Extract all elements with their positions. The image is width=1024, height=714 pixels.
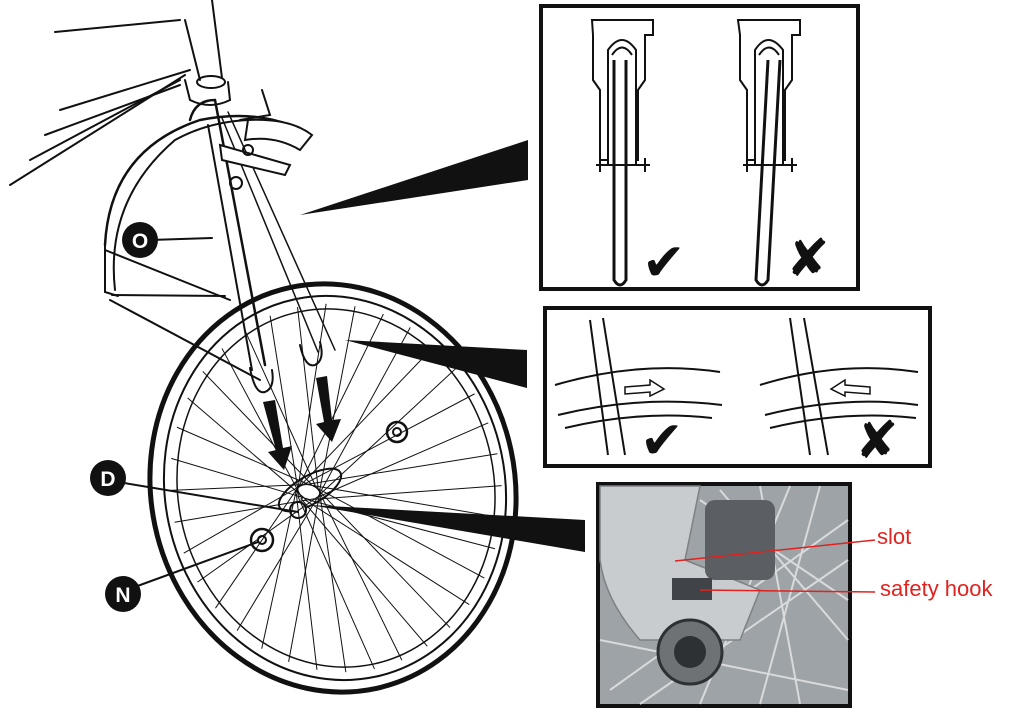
spoke [319, 327, 411, 494]
spoke [176, 426, 308, 485]
spoke [183, 485, 301, 554]
spoke [288, 491, 321, 662]
spoke [244, 329, 316, 486]
spoke [170, 484, 304, 491]
spoke [297, 496, 375, 670]
spoke [221, 348, 303, 500]
spoke [269, 315, 300, 498]
spoke [187, 397, 307, 501]
photo-safety-hook [672, 578, 712, 600]
spoke [236, 494, 320, 631]
spoke [318, 488, 347, 673]
spoke [261, 490, 297, 649]
rotation-incorrect-x-mark: ✘ [855, 411, 899, 471]
part-label-n: N [105, 576, 141, 612]
spoke [202, 371, 312, 485]
spoke [295, 493, 318, 670]
panel-fork-alignment: ✔ ✘ [539, 4, 860, 293]
spoke [316, 486, 403, 661]
spoke [309, 483, 485, 579]
part-label-o-text: O [132, 230, 148, 253]
callout-slot: slot [877, 524, 911, 549]
spoke [297, 306, 319, 488]
panel-dropout-photo [596, 482, 876, 708]
rotation-incorrect [759, 317, 919, 456]
spoke [301, 453, 498, 486]
spoke [312, 485, 502, 500]
fork-aligned [590, 19, 654, 287]
panel-rotation-direction: ✔ ✘ [543, 306, 932, 471]
fork-misaligned-x-mark: ✘ [786, 229, 830, 289]
spoke [315, 422, 489, 499]
callout-safety-hook: safety hook [880, 576, 994, 601]
part-label-d-text: D [100, 468, 115, 491]
spoke [296, 303, 327, 496]
spoke [305, 483, 501, 519]
rotation-correct-check-mark: ✔ [640, 411, 684, 471]
fork-aligned-check-mark: ✔ [642, 233, 686, 293]
fork-misaligned [736, 19, 801, 287]
photo-hub [705, 500, 775, 580]
spoke [215, 488, 298, 609]
part-label-o: O [122, 222, 158, 258]
spoke [296, 345, 436, 490]
wheel-spokes [170, 303, 502, 673]
rotation-correct [554, 317, 723, 456]
spoke [298, 393, 475, 488]
install-arrows [263, 376, 341, 470]
spoke [174, 498, 315, 523]
part-label-d: D [90, 460, 126, 496]
spoke [313, 484, 451, 628]
spoke [300, 498, 428, 647]
part-label-n-text: N [115, 584, 130, 607]
callout-pointers [300, 140, 585, 552]
spoke [197, 496, 318, 583]
spoke [171, 457, 311, 501]
spoke [318, 367, 457, 497]
